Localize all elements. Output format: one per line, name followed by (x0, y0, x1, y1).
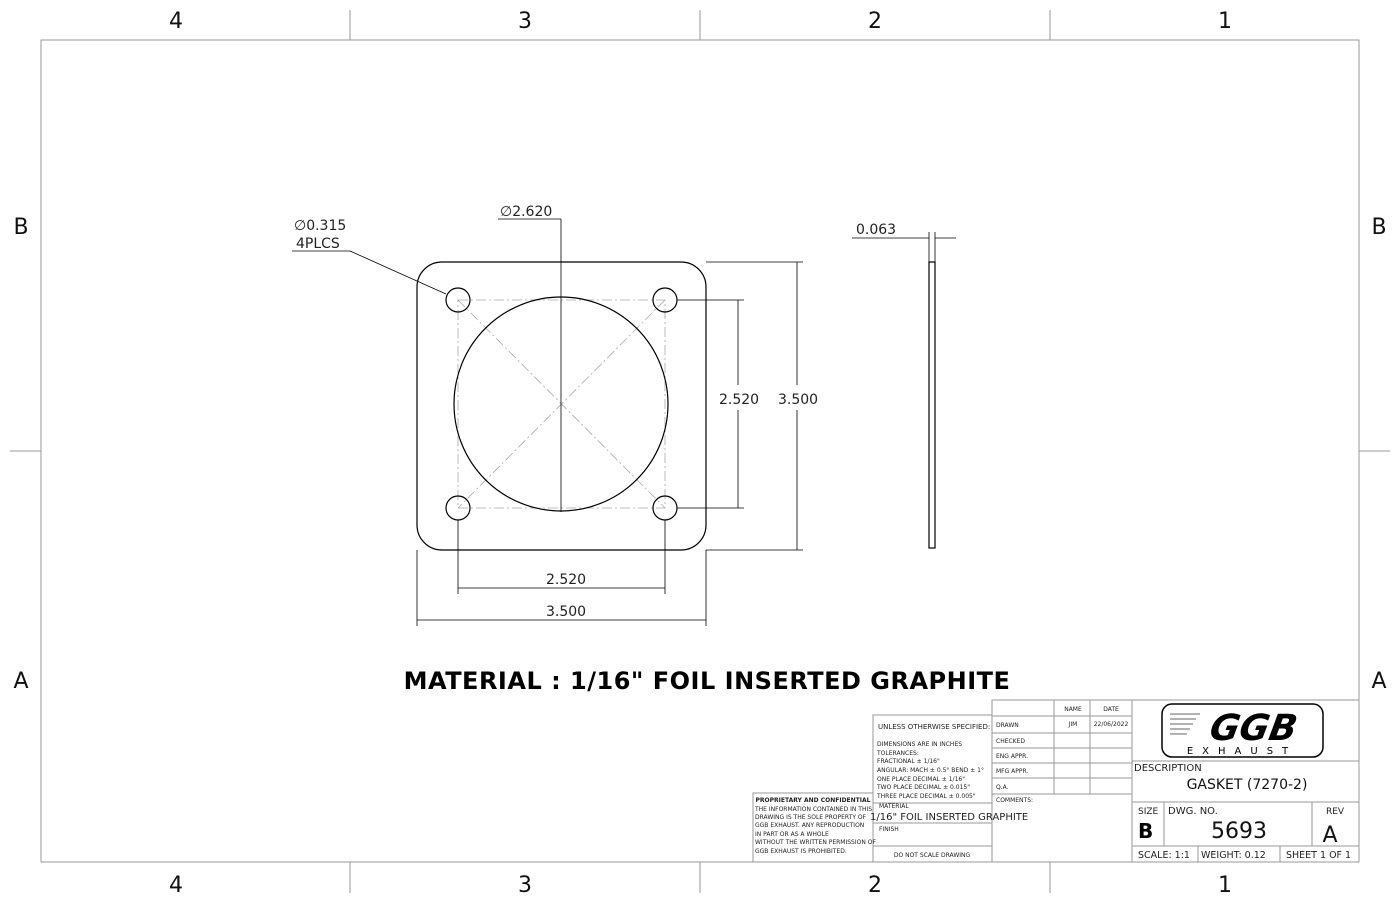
gasket-side-view (928, 261, 936, 549)
tolerance-line: TWO PLACE DECIMAL ± 0.015" (876, 784, 970, 791)
svg-text:EXHAUST: EXHAUST (1187, 746, 1297, 757)
description-label: DESCRIPTION (1134, 763, 1202, 774)
proprietary-line: GGB EXHAUST IS PROHIBITED. (755, 848, 847, 855)
tolerance-line: FRACTIONAL ± 1/16" (877, 758, 940, 765)
svg-text:GGB: GGB (1207, 706, 1301, 749)
material-note: MATERIAL : 1/16" FOIL INSERTED GRAPHITE (404, 667, 1011, 695)
zone-row-b-right: B (1371, 215, 1386, 240)
thickness-label: 0.063 (856, 222, 896, 238)
role-eng-appr: ENG APPR. (996, 753, 1028, 760)
role-checked: CHECKED (996, 738, 1025, 745)
hole-spacing-vertical-label: 2.520 (719, 392, 759, 408)
tolerance-line: ONE PLACE DECIMAL ± 1/16" (877, 776, 965, 783)
proprietary-line: DRAWING IS THE SOLE PROPERTY OF (755, 814, 867, 821)
zone-ticks (10, 10, 1390, 893)
bore-diameter-label: ∅2.620 (500, 204, 552, 220)
overall-width-label: 3.500 (546, 604, 586, 620)
do-not-scale-label: DO NOT SCALE DRAWING (894, 852, 971, 859)
zone-col-4-bottom: 4 (169, 873, 183, 898)
zone-col-3: 3 (518, 9, 532, 34)
overall-height-label: 3.500 (778, 392, 818, 408)
zone-col-3-bottom: 3 (518, 873, 532, 898)
tolerance-line: ANGULAR: MACH ± 0.5° BEND ± 1° (877, 767, 984, 774)
material-label: MATERIAL (879, 803, 909, 810)
proprietary-line: THE INFORMATION CONTAINED IN THIS (754, 806, 872, 813)
ggb-exhaust-logo: GGB EXHAUST (1161, 703, 1324, 758)
zone-col-2: 2 (868, 9, 882, 34)
rev-value: A (1322, 823, 1337, 848)
weight-label: WEIGHT: 0.12 (1201, 850, 1266, 861)
bolt-hole (445, 287, 471, 313)
tolerance-line: TOLERANCES: (876, 750, 919, 757)
comments-label: COMMENTS: (996, 797, 1033, 804)
zone-row-a-left: A (13, 669, 28, 694)
dwg-no-label: DWG. NO. (1168, 806, 1218, 817)
sheet-label: SHEET 1 OF 1 (1286, 850, 1351, 861)
unless-specified-label: UNLESS OTHERWISE SPECIFIED: (878, 723, 990, 731)
title-block-grid (752, 699, 1360, 863)
size-label: SIZE (1138, 807, 1159, 817)
role-qa: Q.A. (996, 784, 1009, 791)
hole-spacing-horizontal-label: 2.520 (546, 572, 586, 588)
scale-label: SCALE: 1:1 (1138, 850, 1190, 861)
zone-col-1-bottom: 1 (1218, 873, 1232, 898)
description-value: GASKET (7270-2) (1187, 777, 1308, 793)
zone-col-1: 1 (1218, 9, 1232, 34)
role-drawn: DRAWN (996, 722, 1019, 729)
material-value: 1/16" FOIL INSERTED GRAPHITE (870, 812, 1028, 823)
date-header: DATE (1103, 706, 1119, 713)
name-header: NAME (1064, 706, 1082, 713)
hole-diameter-label: ∅0.315 (294, 218, 346, 234)
proprietary-title: PROPRIETARY AND CONFIDENTIAL (756, 797, 871, 804)
gasket-front-view (416, 261, 707, 551)
dimension-lines (292, 218, 956, 626)
zone-row-a-right: A (1371, 669, 1386, 694)
hole-count-label: 4PLCS (296, 236, 340, 252)
role-mfg-appr: MFG APPR. (996, 768, 1028, 775)
drawn-date: 22/06/2022 (1094, 721, 1129, 728)
proprietary-line: IN PART OR AS A WHOLE (755, 831, 829, 838)
tolerance-line: THREE PLACE DECIMAL ± 0.005" (876, 793, 976, 800)
zone-col-4: 4 (169, 9, 183, 34)
size-value: B (1138, 819, 1153, 843)
proprietary-line: WITHOUT THE WRITTEN PERMISSION OF (755, 839, 876, 846)
dwg-no-value: 5693 (1211, 819, 1267, 844)
zone-col-2-bottom: 2 (868, 873, 882, 898)
zone-row-b-left: B (13, 215, 28, 240)
rev-label: REV (1326, 807, 1345, 817)
finish-label: FINISH (879, 826, 899, 833)
drawn-name: JIM (1068, 721, 1078, 728)
tolerance-line: DIMENSIONS ARE IN INCHES (877, 741, 962, 748)
proprietary-line: GGB EXHAUST. ANY REPRODUCTION (755, 822, 864, 829)
